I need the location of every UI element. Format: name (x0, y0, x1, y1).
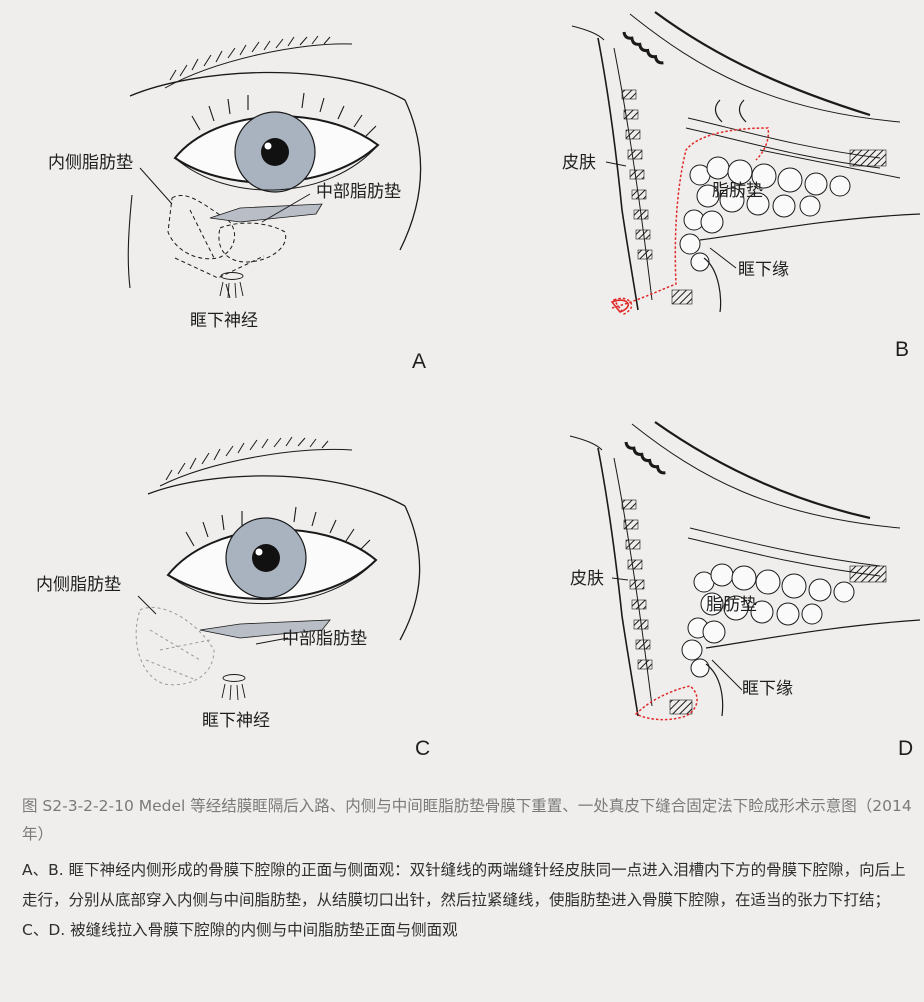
pupil-c (252, 544, 280, 572)
eye (173, 92, 380, 193)
bone-hatch-b (849, 149, 887, 167)
label-skin-d: 皮肤 (570, 569, 604, 589)
nerve-c (221, 674, 246, 701)
label-medial-fat-pad-c: 内侧脂肪垫 (36, 575, 121, 595)
face-contour (129, 71, 422, 251)
orbital-roof-d (654, 421, 871, 520)
panel-d: 皮肤 脂肪垫 眶下缘 D (569, 421, 921, 760)
eyebrow-c (159, 436, 353, 487)
label-middle-fat-pad-a: 中部脂肪垫 (316, 182, 401, 202)
tarsus-wave (622, 31, 664, 65)
panel-a: 内侧脂肪垫 中部脂肪垫 眶下神经 A (48, 35, 426, 373)
panel-letter-b: B (895, 338, 909, 361)
eyelid-layer (613, 47, 653, 301)
fat-pads-c (135, 606, 215, 686)
orbital-floor-d (705, 619, 921, 717)
figure-caption-title: 图 S2-3-2-2-10 Medel 等经结膜眶隔后入路、内侧与中间眶脂肪垫骨… (22, 797, 912, 843)
fat-pad-cluster-d (681, 563, 855, 678)
panel-c: 内侧脂肪垫 中部脂肪垫 眶下神经 C (36, 436, 430, 760)
middle-pad-shape (209, 203, 323, 223)
pupil (261, 138, 289, 166)
panel-letter-c: C (415, 737, 430, 760)
panel-letter-a: A (412, 350, 426, 373)
skin-surface (597, 37, 639, 311)
skin-surface-d (597, 447, 639, 717)
label-infraorbital-nerve-c: 眶下神经 (202, 711, 270, 731)
fat-pad-cluster-b (679, 156, 851, 272)
label-skin-b: 皮肤 (562, 153, 596, 173)
panel-b: 皮肤 脂肪垫 眶下缘 B (562, 11, 921, 361)
cheek-line (127, 194, 133, 289)
nerve (219, 272, 244, 299)
eyebrow (164, 35, 353, 89)
bone-hatch-d (849, 565, 887, 583)
fat-pads-dashed (167, 195, 287, 279)
eye-c (166, 506, 378, 605)
leader-lines-d (611, 577, 743, 691)
label-infraorbital-nerve-a: 眶下神经 (190, 311, 258, 331)
label-orbital-rim-b: 眶下缘 (738, 260, 789, 280)
leader-lines-c (137, 595, 289, 645)
suture-path-b (611, 127, 770, 315)
orbicularis-muscle (621, 89, 653, 260)
orbicularis-muscle-d (621, 499, 653, 670)
middle-pad-shape-c (199, 619, 331, 639)
face-contour-c (147, 475, 421, 641)
label-middle-fat-pad-c: 中部脂肪垫 (282, 629, 367, 649)
tarsus-wave-d (624, 441, 666, 475)
orbital-floor-b (699, 213, 921, 313)
label-fat-pad-d: 脂肪垫 (706, 595, 757, 615)
leader-lines-a (139, 167, 311, 299)
label-orbital-rim-d: 眶下缘 (742, 679, 793, 699)
figure-caption-body: A、B. 眶下神经内侧形成的骨膜下腔隙的正面与侧面观：双针缝线的两端缝针经皮肤同… (22, 861, 906, 939)
orbital-roof (654, 11, 871, 117)
panel-letter-d: D (898, 737, 913, 760)
leader-lines-b (605, 161, 737, 269)
suture-path-d (634, 685, 698, 721)
label-medial-fat-pad-a: 内侧脂肪垫 (48, 153, 133, 173)
label-fat-pad-b: 脂肪垫 (712, 181, 763, 201)
